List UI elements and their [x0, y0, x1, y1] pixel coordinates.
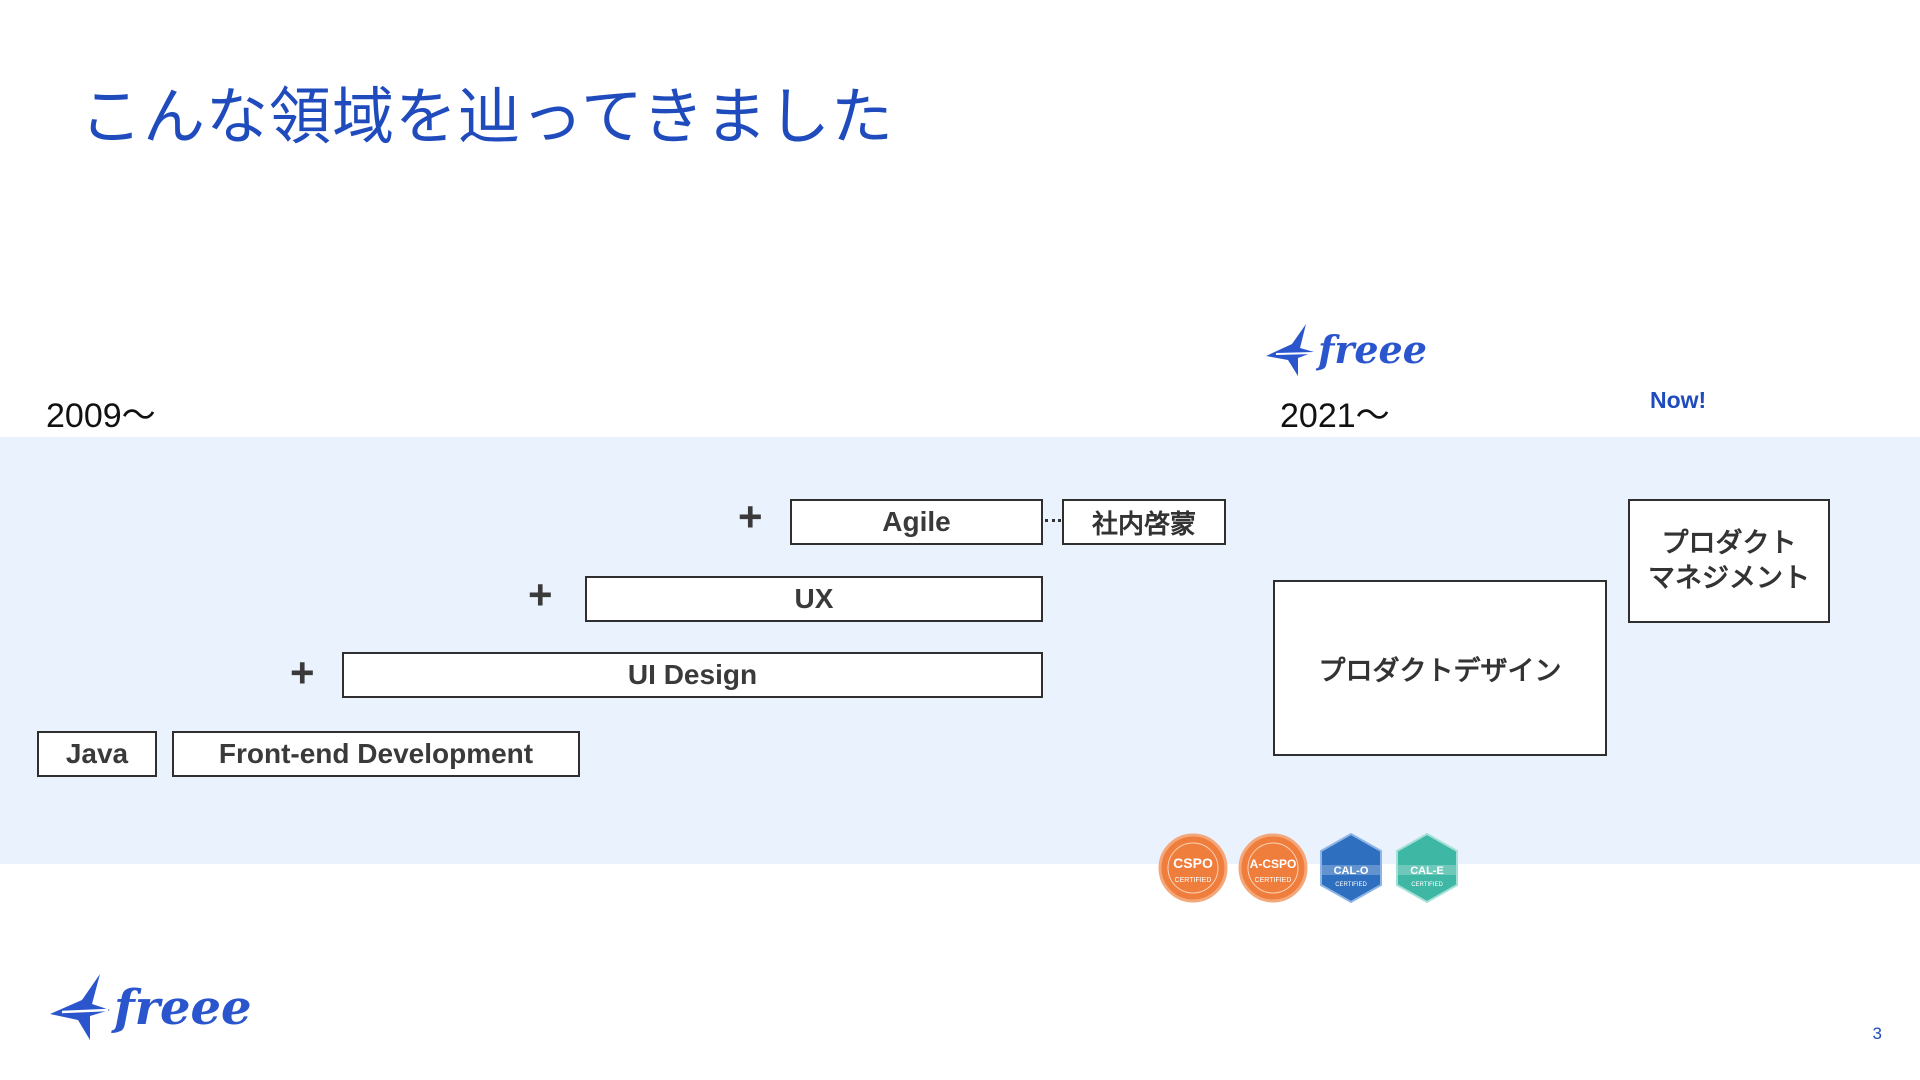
bird-logo-icon: freee: [50, 974, 252, 1040]
svg-text:CAL-O: CAL-O: [1334, 865, 1369, 877]
freee-logo-small: freee: [1262, 318, 1432, 380]
cal-o-badge-icon: CAL-O CERTIFIED: [1318, 832, 1384, 909]
internal-evangelism-label: 社内啓蒙: [1091, 509, 1196, 540]
product-management-box: プロダクト マネジメント: [1628, 499, 1830, 623]
freee-wordmark-footer: freee: [111, 980, 252, 1036]
plus-sign-ux: +: [528, 571, 553, 618]
cspo-badge-icon: CSPO CERTIFIED: [1157, 832, 1229, 909]
svg-text:CAL-E: CAL-E: [1410, 865, 1444, 877]
page-number: 3: [1872, 1024, 1882, 1043]
svg-text:CSPO: CSPO: [1173, 855, 1213, 871]
product-management-label-line1: プロダクト: [1661, 527, 1797, 559]
ui-design-label: UI Design: [627, 659, 758, 690]
svg-text:CERTIFIED: CERTIFIED: [1255, 877, 1292, 884]
product-management-label-line2: マネジメント: [1648, 563, 1810, 594]
cal-e-badge-icon: CAL-E CERTIFIED: [1394, 832, 1460, 909]
ux-label: UX: [794, 583, 834, 614]
dotted-connector: [1045, 519, 1061, 522]
now-label: Now!: [1650, 387, 1707, 413]
bird-logo-icon: freee: [1266, 324, 1427, 376]
agile-label: Agile: [882, 506, 951, 537]
freee-logo-footer: freee: [46, 968, 256, 1044]
java-box: Java: [37, 731, 157, 777]
freee-year-label: 2021〜: [1280, 397, 1390, 435]
svg-text:CERTIFIED: CERTIFIED: [1411, 882, 1443, 888]
a-cspo-badge-icon: A-CSPO CERTIFIED: [1237, 832, 1309, 909]
agile-box: Agile: [790, 499, 1043, 545]
frontend-box: Front-end Development: [172, 731, 580, 777]
slide-title: こんな領域を辿ってきました: [80, 80, 895, 153]
internal-evangelism-box: 社内啓蒙: [1062, 499, 1226, 545]
frontend-label: Front-end Development: [218, 738, 534, 769]
start-year-label: 2009〜: [46, 397, 156, 435]
freee-wordmark: freee: [1315, 327, 1427, 372]
ui-design-box: UI Design: [342, 652, 1043, 698]
product-design-label: プロダクトデザイン: [1318, 655, 1562, 687]
ux-box: UX: [585, 576, 1043, 622]
product-design-box: プロダクトデザイン: [1273, 580, 1607, 756]
java-label: Java: [65, 738, 129, 769]
svg-text:CERTIFIED: CERTIFIED: [1335, 882, 1367, 888]
svg-text:A-CSPO: A-CSPO: [1250, 857, 1297, 871]
plus-sign-ui-design: +: [290, 649, 315, 696]
plus-sign-agile: +: [738, 493, 763, 540]
svg-text:CERTIFIED: CERTIFIED: [1175, 877, 1212, 884]
